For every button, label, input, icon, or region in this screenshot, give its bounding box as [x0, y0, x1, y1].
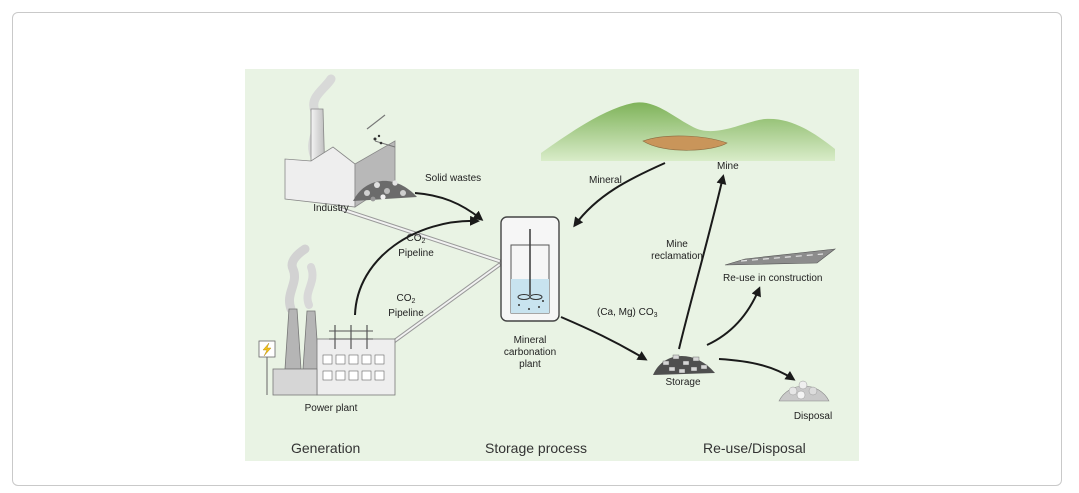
figure-card: Industry Solid wastes CO2 Pipeline CO2 P…: [12, 12, 1062, 486]
mineral-carbonation-plant-icon: [500, 216, 560, 322]
carbonate-label: (Ca, Mg) CO3: [597, 307, 658, 319]
reuse-construction-label: Re-use in construction: [723, 273, 823, 284]
solid-wastes-label: Solid wastes: [425, 173, 482, 184]
section-storage-process: Storage process: [485, 440, 587, 456]
construction-slab-icon: [724, 248, 837, 266]
industry-icon: [284, 74, 396, 208]
industry-label: Industry: [313, 203, 349, 214]
diagram-graphics: [258, 74, 837, 402]
diagram-panel: Industry Solid wastes CO2 Pipeline CO2 P…: [245, 69, 859, 461]
arrow-industry-to-plant: [414, 192, 484, 221]
arrow-storage-to-mine: [678, 174, 727, 350]
arrow-storage-to-construction: [706, 286, 761, 346]
mineral-carbonation-plant-label: Mineral carbonation plant: [503, 335, 557, 370]
mine-label: Mine: [717, 161, 739, 172]
mine-reclamation-label: Mine reclamation: [651, 239, 703, 262]
mine-hills-icon: [541, 102, 835, 161]
storage-pile-icon: [653, 354, 715, 375]
arrow-plant-to-storage: [560, 316, 648, 361]
power-plant-icon: [258, 244, 396, 396]
mineral-label: Mineral: [589, 175, 622, 186]
disposal-pile-icon: [778, 380, 830, 402]
co2-pipeline-lower-label: CO2 Pipeline: [388, 293, 424, 319]
storage-label: Storage: [665, 377, 701, 388]
arrow-powerplant-to-plant: [354, 215, 480, 316]
solid-wastes-pile-icon: [353, 180, 417, 202]
section-generation: Generation: [291, 440, 361, 456]
power-plant-label: Power plant: [304, 403, 358, 414]
disposal-label: Disposal: [793, 411, 833, 422]
co2-pipeline-upper: [339, 207, 501, 263]
co2-pipeline-lower: [387, 263, 501, 347]
co2-pipeline-upper-label: CO2 Pipeline: [398, 233, 434, 259]
arrow-mine-to-plant: [573, 162, 666, 228]
section-reuse-disposal: Re-use/Disposal: [703, 440, 806, 456]
arrow-storage-to-disposal: [718, 358, 796, 381]
